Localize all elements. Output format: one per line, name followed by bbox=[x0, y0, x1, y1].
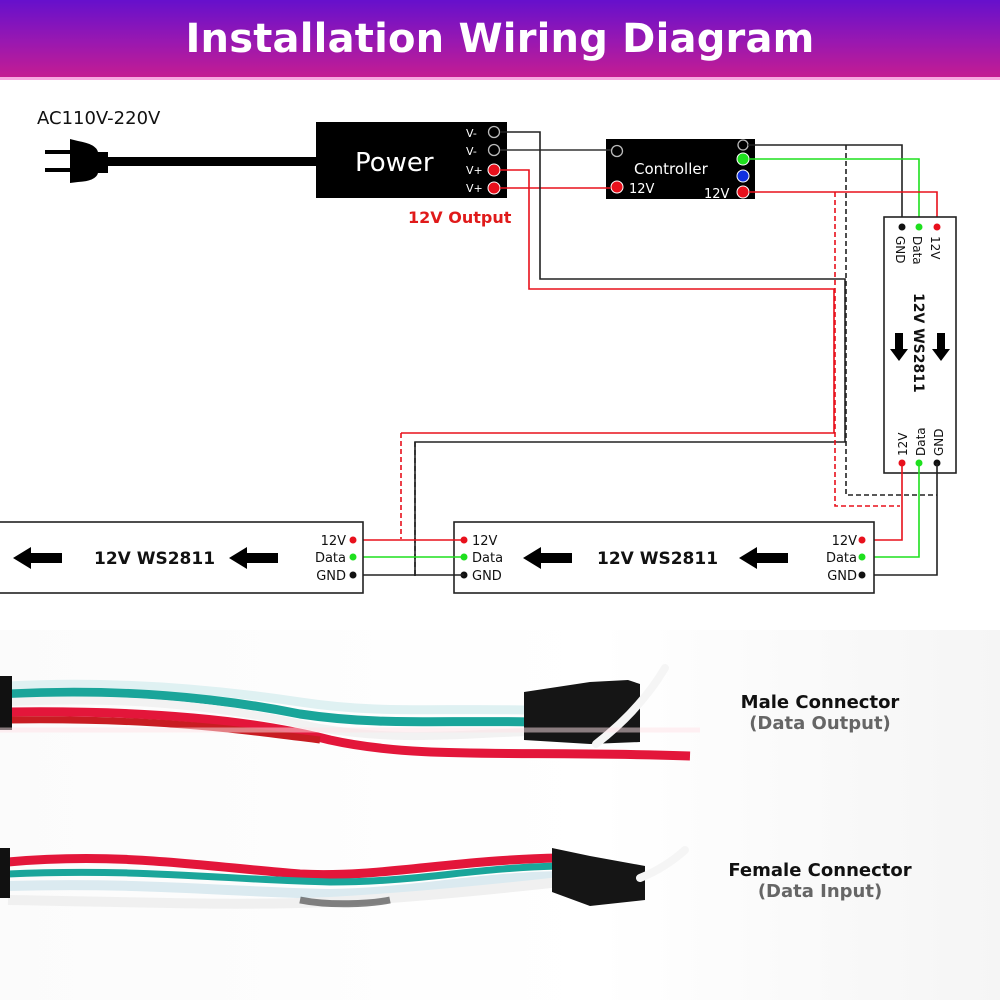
controller-terminal-data-out bbox=[736, 152, 750, 166]
vstrip-bottom-pin-data: Data bbox=[914, 427, 928, 456]
wire-12v-controller-strip bbox=[749, 191, 938, 226]
controller-label: Controller bbox=[634, 160, 709, 178]
cable-sleeve bbox=[0, 848, 10, 898]
dashed-wires bbox=[400, 145, 937, 576]
mstrip-left-pin-12v: 12V bbox=[472, 534, 498, 549]
cable-sleeve bbox=[0, 676, 12, 730]
controller-terminal-12v-out bbox=[736, 185, 750, 199]
wire-ground-dashed-right bbox=[845, 145, 937, 496]
terminal-vneg-2 bbox=[487, 143, 501, 157]
mstrip-right-pin-gnd: GND bbox=[827, 569, 857, 584]
strip-middle: 12V Data GND 12V WS2811 12V Data GND bbox=[453, 521, 875, 594]
vstrip-top-pin-12v: 12V bbox=[928, 236, 942, 260]
mstrip-right-pin-12v: 12V bbox=[832, 534, 858, 549]
arrow-left-icon bbox=[13, 547, 62, 569]
female-connector-cable bbox=[0, 846, 689, 909]
vstrip-top-pin-data: Data bbox=[910, 236, 924, 265]
arrow-left-icon bbox=[523, 547, 572, 569]
strip-vertical: GND Data 12V 12V WS2811 12V Data GND bbox=[883, 216, 957, 474]
arrow-down-icon bbox=[932, 333, 950, 361]
arrow-left-icon bbox=[229, 547, 278, 569]
middle-to-left-wires bbox=[353, 539, 464, 576]
mstrip-left-pin-gnd: GND bbox=[472, 569, 502, 584]
wire-gnd-controller-strip bbox=[748, 144, 903, 226]
controller-terminal-12v-in bbox=[610, 180, 624, 194]
controller-strip-wires bbox=[748, 144, 938, 226]
controller-input-label: 12V bbox=[629, 182, 655, 197]
power-output-label: 12V Output bbox=[408, 208, 512, 227]
arrow-down-icon bbox=[890, 333, 908, 361]
wire-data-controller-strip bbox=[749, 158, 920, 226]
mstrip-right-pin-data: Data bbox=[826, 551, 857, 566]
vstrip-label: 12V WS2811 bbox=[910, 293, 926, 393]
controller: 12V Controller 12V bbox=[606, 139, 755, 202]
power-plug-icon bbox=[45, 139, 318, 183]
female-connector-subtitle: (Data Input) bbox=[757, 881, 883, 902]
lstrip-right-pin-data: Data bbox=[315, 551, 346, 566]
terminal-label-vpos-1: V+ bbox=[466, 164, 483, 177]
terminal-label-vneg-1: V- bbox=[466, 127, 477, 140]
vstrip-to-middle-wires bbox=[868, 463, 938, 576]
female-connector-label: Female Connector (Data Input) bbox=[695, 860, 945, 902]
wire-12v-injection bbox=[401, 169, 835, 434]
vstrip-top-pin-gnd: GND bbox=[893, 236, 907, 264]
lstrip-right-pin-12v: 12V bbox=[321, 534, 347, 549]
strip-left: 12V WS2811 12V Data GND bbox=[0, 521, 364, 594]
male-connector-label: Male Connector (Data Output) bbox=[700, 692, 940, 734]
ac-input-label: AC110V-220V bbox=[37, 108, 161, 129]
power-supply: Power V- V- V+ V+ bbox=[316, 122, 507, 198]
mstrip-left-pin-data: Data bbox=[472, 551, 503, 566]
header-banner: Installation Wiring Diagram bbox=[0, 0, 1000, 80]
vstrip-bottom-pin-gnd: GND bbox=[932, 428, 946, 456]
power-label: Power bbox=[355, 148, 434, 178]
controller-output-label: 12V bbox=[704, 187, 730, 202]
arrow-left-icon bbox=[739, 547, 788, 569]
controller-terminal-blue bbox=[736, 169, 750, 183]
lstrip-label: 12V WS2811 bbox=[94, 549, 215, 569]
mstrip-label: 12V WS2811 bbox=[597, 549, 718, 569]
controller-terminal-gnd-in bbox=[610, 144, 624, 158]
female-connector-title: Female Connector bbox=[728, 860, 912, 881]
female-connector-housing bbox=[552, 848, 645, 906]
wire-12v-dashed-right bbox=[834, 192, 900, 507]
terminal-label-vpos-2: V+ bbox=[466, 182, 483, 195]
page-title: Installation Wiring Diagram bbox=[185, 15, 815, 62]
male-connector-title: Male Connector bbox=[740, 692, 900, 713]
male-connector-housing bbox=[524, 680, 640, 744]
lstrip-right-pin-gnd: GND bbox=[316, 569, 346, 584]
connector-photo: Male Connector (Data Output) Female Conn… bbox=[0, 630, 1000, 1000]
vstrip-bottom-pin-12v: 12V bbox=[896, 432, 910, 456]
wiring-diagram: AC110V-220V Power V- V- V+ V+ 12V Output… bbox=[0, 108, 957, 594]
terminal-label-vneg-2: V- bbox=[466, 145, 477, 158]
terminal-vpos-1 bbox=[487, 163, 501, 177]
terminal-vneg-1 bbox=[487, 125, 501, 139]
male-connector-cable bbox=[0, 664, 700, 761]
terminal-vpos-2 bbox=[487, 181, 501, 195]
male-connector-subtitle: (Data Output) bbox=[749, 713, 891, 734]
